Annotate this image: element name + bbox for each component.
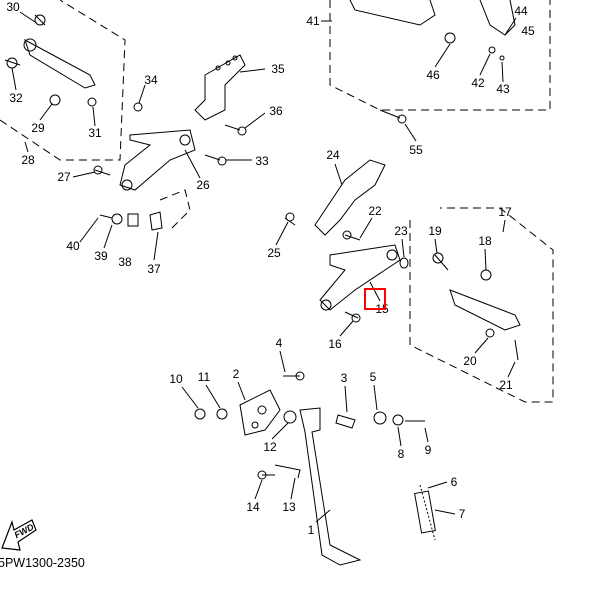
fwd-arrow-icon [1,519,37,551]
callout-21: 21 [499,378,513,392]
callout-44: 44 [514,4,528,18]
callout-35: 35 [271,62,285,76]
sidestand-assembly [194,371,436,566]
callout-25: 25 [267,246,281,260]
upper-right-parts [349,0,516,124]
callout-16: 16 [328,337,342,351]
callout-3: 3 [340,371,348,385]
callout-39: 39 [94,249,108,263]
callout-11: 11 [197,370,211,384]
callout-23: 23 [394,224,408,238]
rear-footrest [4,14,247,231]
callout-17: 17 [498,205,512,219]
group-outline [0,0,554,403]
callout-19: 19 [428,224,442,238]
callout-1: 1 [307,523,315,537]
callout-10: 10 [169,372,183,386]
callout-12: 12 [263,440,277,454]
callout-32: 32 [9,91,23,105]
highlight-box[interactable] [364,288,386,310]
front-footrest [284,159,521,361]
callout-8: 8 [397,447,405,461]
callout-22: 22 [368,204,382,218]
callout-45: 45 [521,24,535,38]
callout-28: 28 [21,153,35,167]
callout-2: 2 [232,367,240,381]
callout-31: 31 [88,126,102,140]
callout-38: 38 [118,255,132,269]
callout-4: 4 [275,336,283,350]
callout-20: 20 [463,354,477,368]
callout-13: 13 [282,500,296,514]
callout-18: 18 [478,234,492,248]
callout-26: 26 [196,178,210,192]
callout-24: 24 [326,148,340,162]
callout-9: 9 [424,443,432,457]
callout-7: 7 [458,507,466,521]
callout-33: 33 [255,154,269,168]
callout-41: 41 [306,14,320,28]
callout-14: 14 [246,500,260,514]
callout-55: 55 [409,143,423,157]
callout-29: 29 [31,121,45,135]
callout-27: 27 [57,170,71,184]
callout-43: 43 [496,82,510,96]
callout-46: 46 [426,68,440,82]
callout-6: 6 [450,475,458,489]
part-code: 5PW1300-2350 [0,556,85,570]
callout-5: 5 [369,370,377,384]
leader-lines [11,11,517,523]
callout-37: 37 [147,262,161,276]
callout-34: 34 [144,73,158,87]
callout-40: 40 [66,239,80,253]
callout-42: 42 [471,76,485,90]
callout-36: 36 [269,104,283,118]
callout-30: 30 [6,0,20,14]
